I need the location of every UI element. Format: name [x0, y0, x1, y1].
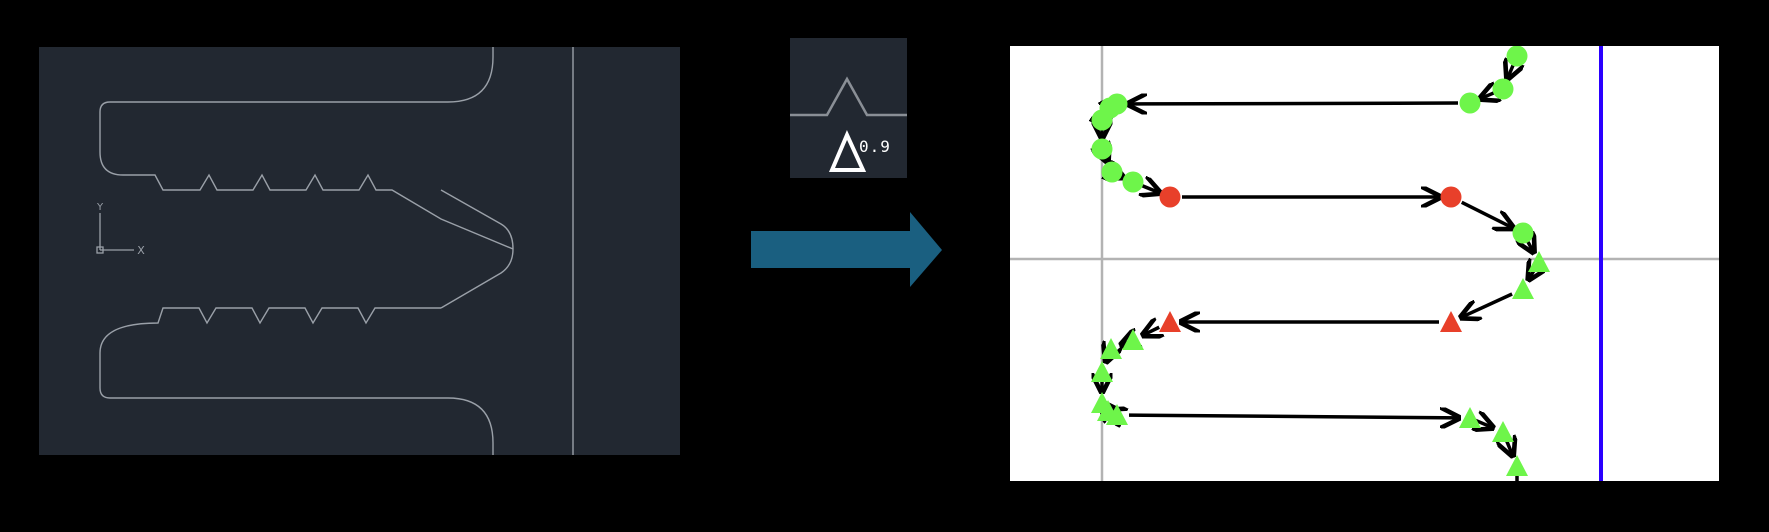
right-arrow-icon — [751, 212, 942, 287]
mismatch-triangle-marker — [1159, 311, 1181, 332]
mismatch-circle-marker — [1440, 186, 1462, 208]
path-arrow — [1143, 327, 1159, 335]
plot-canvas — [1010, 46, 1719, 481]
ucs-icon — [96, 213, 134, 254]
profile-legend-tile: 0.9 — [790, 38, 907, 178]
match-circle-marker — [1512, 222, 1534, 244]
match-triangle-marker — [1122, 329, 1144, 350]
match-circle-marker — [1091, 109, 1113, 131]
match-triangle-marker — [1100, 338, 1122, 359]
ucs-x-label: X — [137, 244, 145, 257]
cad-drawing-view: Y X — [39, 47, 680, 455]
mismatch-triangle-marker — [1440, 311, 1462, 332]
threshold-value: 0.9 — [859, 137, 891, 156]
cad-profile-drawing: Y X — [96, 47, 574, 455]
match-triangle-marker — [1512, 278, 1534, 299]
match-circle-marker — [1492, 78, 1514, 100]
match-triangle-marker — [1106, 404, 1128, 425]
path-arrow — [1128, 415, 1459, 418]
match-circle-marker — [1506, 46, 1528, 67]
match-triangle-marker — [1091, 361, 1113, 382]
ucs-y-label: Y — [96, 202, 104, 213]
tooth-profile-icon — [790, 76, 907, 172]
path-arrow — [1460, 200, 1513, 228]
match-circle-marker — [1122, 171, 1144, 193]
match-triangle-marker — [1506, 455, 1528, 476]
match-circle-marker — [1459, 92, 1481, 114]
part-outline — [99, 47, 574, 455]
path-markers — [1091, 46, 1550, 476]
match-triangle-marker — [1492, 421, 1514, 442]
mismatch-circle-marker — [1159, 186, 1181, 208]
match-circle-marker — [1101, 161, 1123, 183]
match-triangle-marker — [1459, 407, 1481, 428]
match-circle-marker — [1091, 138, 1113, 160]
match-triangle-marker — [1528, 251, 1550, 272]
path-plot — [1010, 46, 1719, 481]
path-arrow — [1128, 103, 1459, 104]
triangle-marker-icon — [828, 130, 867, 172]
path-arrow — [1461, 292, 1513, 317]
ucs-origin-box — [96, 246, 104, 254]
